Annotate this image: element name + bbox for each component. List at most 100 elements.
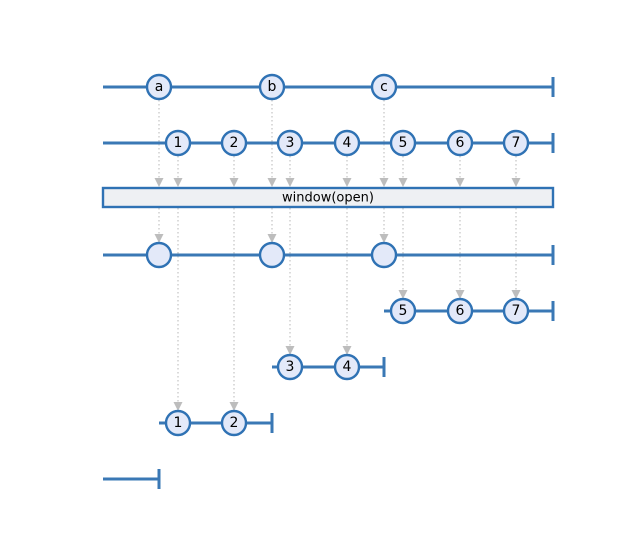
guide-arrow bbox=[229, 156, 239, 187]
marble-circle bbox=[220, 129, 248, 157]
marble: 1 bbox=[164, 129, 192, 157]
marble-circle bbox=[446, 297, 474, 325]
marble: 5 bbox=[389, 297, 417, 325]
guide-arrow bbox=[285, 156, 295, 187]
marble-circle bbox=[333, 129, 361, 157]
marble-label: a bbox=[155, 79, 164, 95]
marble bbox=[258, 241, 286, 269]
arrowhead-icon bbox=[379, 178, 389, 187]
guide-arrow bbox=[511, 208, 521, 299]
guide-arrow bbox=[379, 208, 389, 243]
marble bbox=[145, 241, 173, 269]
marble: c bbox=[370, 73, 398, 101]
marble-circle bbox=[333, 353, 361, 381]
marble-label: 5 bbox=[399, 135, 408, 151]
arrowhead-icon bbox=[285, 178, 295, 187]
marble-circle bbox=[276, 129, 304, 157]
marble-circle bbox=[370, 73, 398, 101]
arrowhead-icon bbox=[398, 290, 408, 299]
guide-arrow bbox=[398, 156, 408, 187]
marble-label: 4 bbox=[343, 135, 352, 151]
arrowhead-icon bbox=[511, 178, 521, 187]
arrowhead-icon bbox=[173, 178, 183, 187]
arrowhead-icon bbox=[511, 290, 521, 299]
operator-label: window(open) bbox=[282, 191, 374, 206]
marble: 4 bbox=[333, 353, 361, 381]
marble-label: 2 bbox=[230, 135, 239, 151]
arrowhead-icon bbox=[267, 234, 277, 243]
marble-circle bbox=[145, 241, 173, 269]
marble-label: 5 bbox=[399, 303, 408, 319]
marble-label: 1 bbox=[174, 135, 183, 151]
marble: 4 bbox=[333, 129, 361, 157]
output-window-signals bbox=[103, 245, 555, 265]
marble-circle bbox=[389, 129, 417, 157]
guide-arrow bbox=[398, 208, 408, 299]
arrowhead-icon bbox=[267, 178, 277, 187]
arrowhead-icon bbox=[455, 290, 465, 299]
marble-label: b bbox=[268, 79, 277, 95]
arrowhead-icon bbox=[229, 402, 239, 411]
marble: a bbox=[145, 73, 173, 101]
guide-arrow bbox=[379, 100, 389, 187]
marble-label: 7 bbox=[512, 303, 521, 319]
arrowhead-icon bbox=[285, 346, 295, 355]
guide-arrow bbox=[154, 208, 164, 243]
marble: 7 bbox=[502, 297, 530, 325]
arrowhead-icon bbox=[379, 234, 389, 243]
marble: 1 bbox=[164, 409, 192, 437]
arrowhead-icon bbox=[173, 402, 183, 411]
marble: b bbox=[258, 73, 286, 101]
marble-label: 3 bbox=[286, 359, 295, 375]
marble-circle bbox=[164, 409, 192, 437]
marble: 2 bbox=[220, 409, 248, 437]
guide-arrow bbox=[455, 208, 465, 299]
marble: 2 bbox=[220, 129, 248, 157]
marble-label: 6 bbox=[456, 135, 465, 151]
marble: 6 bbox=[446, 297, 474, 325]
arrowhead-icon bbox=[342, 178, 352, 187]
arrowhead-icon bbox=[154, 234, 164, 243]
marble-circle bbox=[389, 297, 417, 325]
output-window-initial bbox=[103, 469, 161, 489]
marble-circle bbox=[258, 73, 286, 101]
arrowhead-icon bbox=[342, 346, 352, 355]
marble-circle bbox=[145, 73, 173, 101]
marble-label: 2 bbox=[230, 415, 239, 431]
guide-arrow bbox=[511, 156, 521, 187]
marble-label: 3 bbox=[286, 135, 295, 151]
marble: 5 bbox=[389, 129, 417, 157]
marble-label: 1 bbox=[174, 415, 183, 431]
guide-arrow bbox=[267, 100, 277, 187]
marble-label: 4 bbox=[343, 359, 352, 375]
arrowhead-icon bbox=[455, 178, 465, 187]
guide-arrow bbox=[455, 156, 465, 187]
marble-circle bbox=[502, 297, 530, 325]
marble-label: c bbox=[380, 79, 388, 95]
guide-arrow bbox=[154, 100, 164, 187]
guide-arrow bbox=[173, 156, 183, 187]
guide-layer bbox=[154, 100, 521, 411]
operator-box: window(open) bbox=[101, 186, 555, 209]
guide-arrow bbox=[267, 208, 277, 243]
marbles-layer: a b c 1 2 3 4 5 6 7 5 6 7 3 4 1 2 bbox=[145, 73, 530, 437]
marble-circle bbox=[370, 241, 398, 269]
marble-circle bbox=[258, 241, 286, 269]
marble-circle bbox=[502, 129, 530, 157]
marble-circle bbox=[164, 129, 192, 157]
marble bbox=[370, 241, 398, 269]
guide-arrow bbox=[342, 208, 352, 355]
marble: 3 bbox=[276, 353, 304, 381]
arrowhead-icon bbox=[154, 178, 164, 187]
guide-arrow bbox=[173, 208, 183, 411]
arrowhead-icon bbox=[398, 178, 408, 187]
marble-label: 7 bbox=[512, 135, 521, 151]
guide-arrow bbox=[285, 208, 295, 355]
guide-arrow bbox=[342, 156, 352, 187]
marble-label: 6 bbox=[456, 303, 465, 319]
guide-arrow bbox=[229, 208, 239, 411]
marble: 3 bbox=[276, 129, 304, 157]
marble: 6 bbox=[446, 129, 474, 157]
marble-circle bbox=[446, 129, 474, 157]
